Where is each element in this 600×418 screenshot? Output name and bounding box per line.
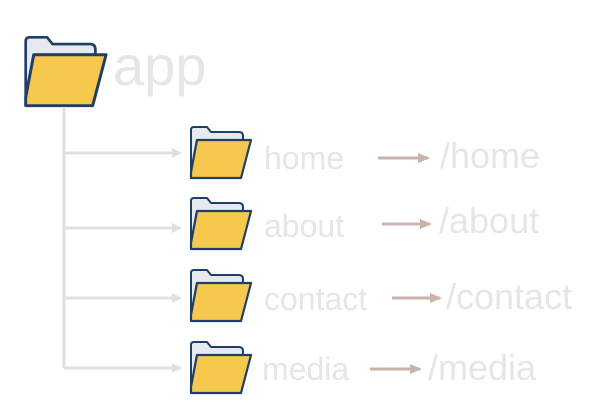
route-path-contact: /contact <box>446 276 573 317</box>
folder-label-home: home <box>264 140 345 176</box>
root-folder-label: app <box>113 34 207 97</box>
folder-open-icon <box>189 340 253 395</box>
route-path-media: /media <box>428 347 537 388</box>
route-path-home: /home <box>440 135 541 176</box>
folder-open-icon <box>189 125 253 180</box>
folder-open-icon <box>189 196 253 251</box>
folder-open-icon <box>189 268 253 323</box>
folder-label-contact: contact <box>264 281 368 317</box>
folder-label-about: about <box>264 208 345 244</box>
folder-label-media: media <box>262 351 350 387</box>
route-path-about: /about <box>439 200 540 241</box>
folder-open-icon <box>24 35 108 108</box>
